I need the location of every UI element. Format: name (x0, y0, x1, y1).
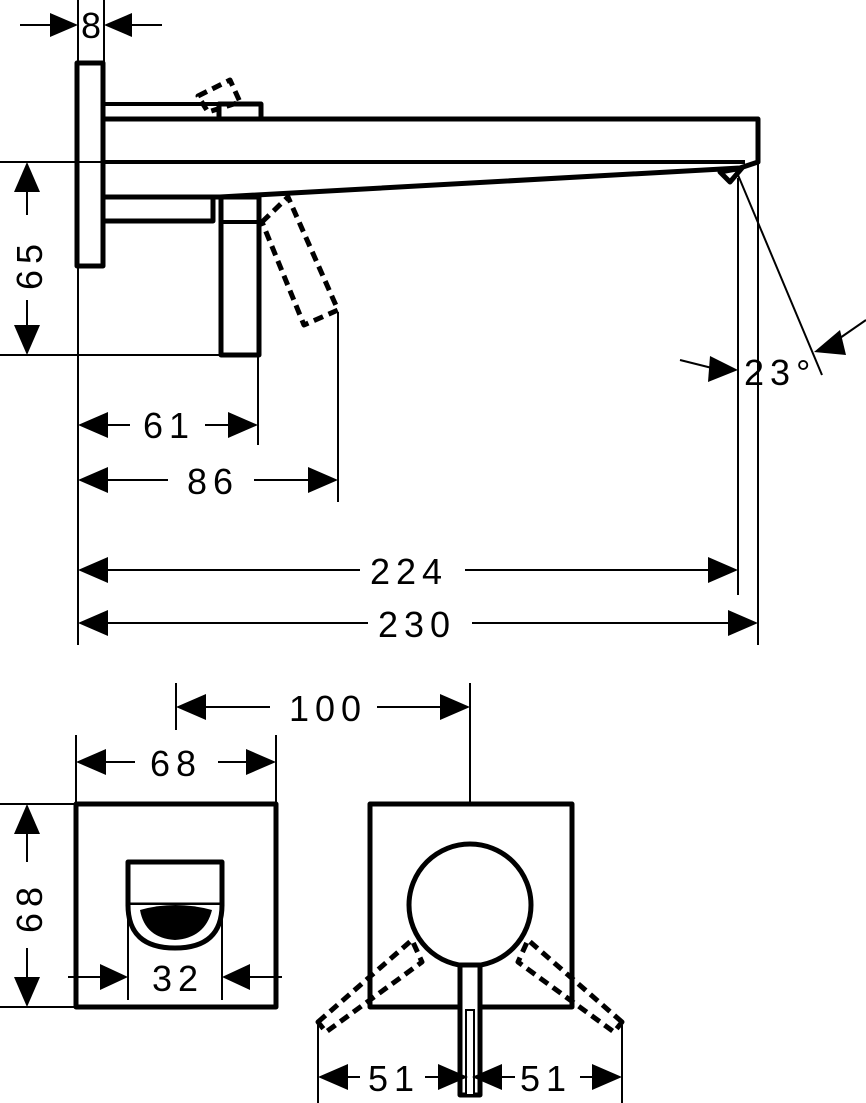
dim-label-230: 230 (378, 604, 456, 645)
dim-224: 224 (78, 551, 738, 592)
dim-label-61: 61 (143, 405, 195, 446)
side-view: 8 65 (0, 0, 866, 645)
dim-51-right: 51 (472, 1025, 623, 1103)
dim-label-51-left: 51 (368, 1058, 420, 1099)
mixer-handle-disc (406, 841, 534, 969)
dim-label-8: 8 (81, 5, 107, 46)
wall-plate (74, 60, 106, 269)
dim-label-23: 23° (744, 352, 816, 393)
dim-label-68-width: 68 (150, 743, 202, 784)
spout-body (100, 116, 761, 200)
dim-61: 61 (78, 405, 258, 446)
lever-swing-ghosts (315, 937, 625, 1035)
dim-230: 230 (78, 604, 758, 645)
dim-8-top: 8 (20, 0, 162, 62)
dim-100: 100 (175, 683, 471, 803)
dim-angle-23: 23° (679, 174, 866, 393)
lever-top-ghost (195, 77, 243, 115)
dim-86: 86 (78, 461, 338, 502)
dim-32: 32 (68, 905, 282, 1000)
dim-51-left: 51 (317, 1025, 468, 1103)
mixer-body (100, 194, 216, 224)
dim-68-height: 68 (0, 803, 76, 1008)
mixer-lever-core (465, 1009, 475, 1096)
dim-label-86: 86 (187, 461, 239, 502)
dim-label-224: 224 (370, 551, 448, 592)
dim-label-32: 32 (152, 958, 204, 999)
spout-outlet (125, 859, 225, 951)
dim-label-68-height: 68 (9, 881, 50, 933)
dim-65: 65 (0, 161, 259, 356)
dim-label-100: 100 (289, 688, 367, 729)
front-views: 100 68 68 (0, 683, 625, 1103)
dim-label-65: 65 (9, 238, 50, 290)
spout-tip (717, 165, 745, 185)
lever-ghost (259, 194, 341, 328)
dim-label-51-right: 51 (520, 1058, 572, 1099)
dim-68-width: 68 (75, 735, 277, 803)
